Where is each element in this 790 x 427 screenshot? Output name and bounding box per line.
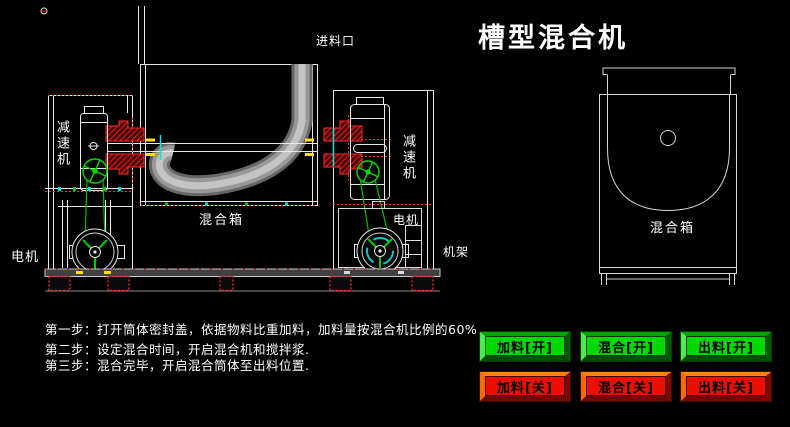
instruction-step-2: 第二步：设定混合时间，开启混合机和搅拌浆.: [45, 342, 310, 357]
base-frame: [44, 268, 441, 292]
pulley-right: [356, 160, 380, 184]
motor-right-label: 电机: [393, 213, 420, 227]
frame-label: 机架: [443, 245, 470, 259]
motor-left-label: 电机: [11, 250, 40, 265]
motor-left: [69, 228, 125, 276]
page-title: 槽型混合机: [478, 23, 628, 54]
coupling-right: [323, 120, 363, 175]
instruction-step-1: 第一步：打开筒体密封盖，依据物料比重加料，加料量按混合机比例的60%: [45, 322, 478, 337]
mix-off-button[interactable]: 混合[关]: [581, 372, 671, 401]
feed-on-button[interactable]: 加料[开]: [480, 332, 570, 361]
main-shaft: [107, 143, 318, 152]
datum-symbol: [40, 7, 48, 15]
mix-on-button[interactable]: 混合[开]: [581, 332, 671, 361]
coupling-left: [105, 120, 145, 175]
discharge-on-button[interactable]: 出料[开]: [681, 332, 771, 361]
feed-pipe: [138, 6, 145, 64]
discharge-off-button[interactable]: 出料[关]: [681, 372, 771, 401]
rail-ticks: [58, 187, 288, 206]
instruction-step-3: 第三步：混合完毕，开启混合筒体至出料位置.: [45, 358, 310, 373]
feed-off-button[interactable]: 加料[关]: [480, 372, 570, 401]
reducer-left-label: 减速机: [54, 120, 69, 168]
motor-right: [354, 227, 409, 275]
bearing-accents: [146, 128, 335, 166]
pulley-left: [82, 158, 108, 184]
feed-inlet-label: 进料口: [316, 34, 356, 48]
mixing-box-label: 混合箱: [199, 213, 245, 228]
reducer-right-label: 减速机: [400, 134, 415, 182]
reducer-right: [350, 97, 390, 200]
tank-side-view: [599, 67, 737, 285]
mixing-box-side-label: 混合箱: [650, 221, 696, 236]
ribbon-agitator: [148, 64, 313, 197]
